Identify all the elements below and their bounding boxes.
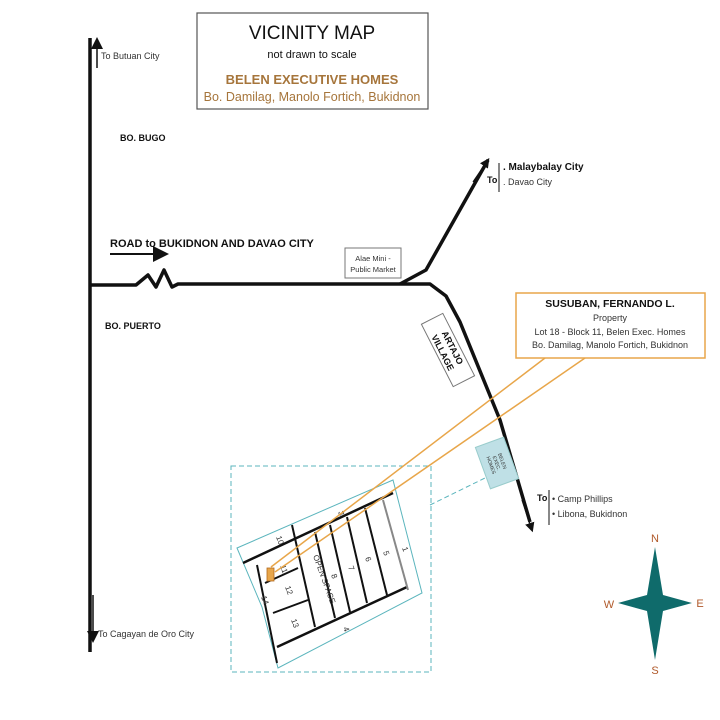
road-to-bukidnon (90, 268, 532, 523)
se-to-label: To (537, 493, 548, 503)
compass-s: S (651, 665, 658, 677)
lot-5: 5 (381, 550, 391, 558)
property-lot-marker (266, 567, 275, 582)
lot-10: 10 (274, 535, 286, 547)
property-lot: Lot 18 - Block 11, Belen Exec. Homes (535, 327, 686, 337)
bo-bugo-label: BO. BUGO (120, 133, 166, 143)
compass-rose-icon: N S E W (604, 533, 704, 677)
south-destination: To Cagayan de Oro City (98, 629, 195, 639)
market-label-2: Public Market (350, 265, 396, 274)
subdivision-detail-box (230, 465, 432, 673)
northeast-arrow-icon (472, 158, 490, 183)
lot-11: 11 (278, 564, 289, 575)
lot-1: 1 (400, 546, 410, 554)
detail-connector (429, 477, 486, 506)
se-destination-1: • Camp Phillips (552, 494, 613, 504)
bo-puerto-label: BO. PUERTO (105, 321, 161, 331)
subdivision-name: BELEN EXECUTIVE HOMES (226, 72, 399, 87)
compass-w: W (604, 599, 615, 611)
map-title: VICINITY MAP (249, 23, 375, 44)
map-subtitle: not drawn to scale (267, 49, 356, 61)
compass-e: E (696, 598, 703, 610)
market-label-1: Alae Mini - (355, 254, 391, 263)
lot-12: 12 (283, 585, 295, 597)
lot-6: 6 (363, 556, 373, 564)
ne-destination-1: . Malaybalay City (503, 162, 584, 173)
subdivision-plan (236, 479, 423, 669)
southeast-arrow-icon (521, 499, 535, 533)
road-to-malaybalay (399, 159, 490, 286)
lot-4: 4 (341, 626, 351, 634)
subdivision-address: Bo. Damilag, Manolo Fortich, Bukidnon (204, 90, 421, 104)
belen-label-1: BELEN (496, 453, 507, 471)
property-owner: SUSUBAN, FERNANDO L. (545, 298, 675, 310)
lot-7: 7 (346, 565, 356, 573)
ne-to-label: To (487, 175, 498, 185)
ne-destination-2: . Davao City (503, 177, 553, 187)
property-type: Property (593, 313, 628, 323)
lot-13: 13 (289, 618, 301, 630)
lot-8: 8 (329, 573, 339, 581)
property-address: Bo. Damilag, Manolo Fortich, Bukidnon (532, 340, 688, 350)
se-destination-2: • Libona, Bukidnon (552, 509, 627, 519)
title-box: VICINITY MAP not drawn to scale BELEN EX… (196, 12, 429, 110)
artajo-village-landmark: ARTAJO VILLAGE (420, 312, 476, 388)
belen-exec-homes-landmark: BELEN EXEC. HOMES (474, 436, 520, 490)
open-space-label: OPEN SPACE (311, 554, 337, 605)
property-callout: SUSUBAN, FERNANDO L. Property Lot 18 - B… (270, 292, 706, 573)
compass-n: N (651, 533, 659, 545)
road-label: ROAD to BUKIDNON AND DAVAO CITY (110, 238, 315, 250)
belen-label-2: EXEC. (491, 455, 502, 471)
north-destination: To Butuan City (101, 51, 160, 61)
public-market-landmark: Alae Mini - Public Market (344, 247, 402, 279)
lot-14: 14 (259, 595, 271, 607)
